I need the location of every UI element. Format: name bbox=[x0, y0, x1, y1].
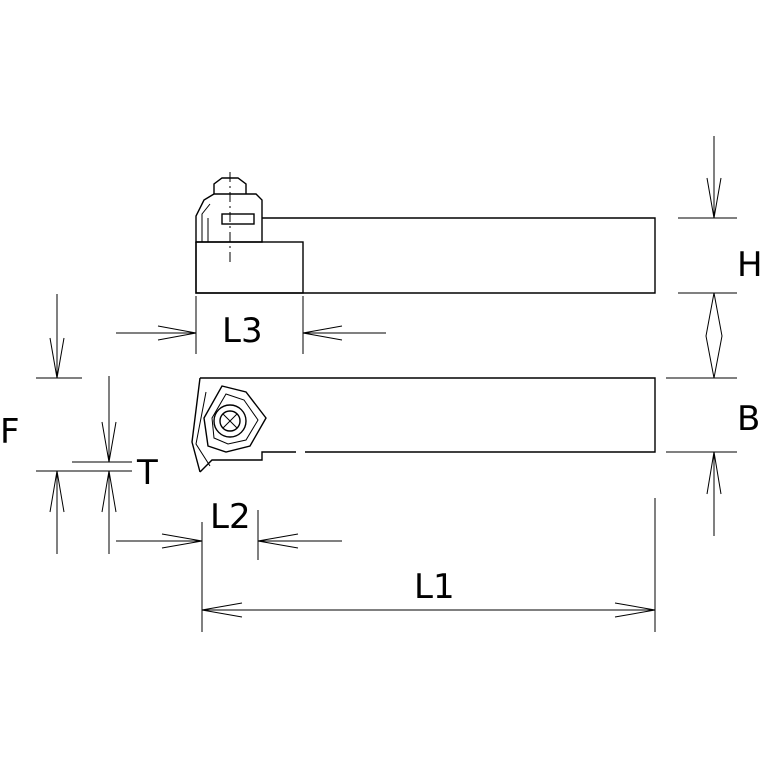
dimension-h: H bbox=[678, 136, 763, 379]
side-view-shank-bottom bbox=[199, 451, 296, 473]
dimension-label-b: B bbox=[737, 399, 760, 439]
dimension-label-h: H bbox=[737, 245, 763, 285]
insert-screw-inner bbox=[219, 410, 241, 432]
top-view-shank bbox=[195, 217, 656, 294]
dimension-label-l2: L2 bbox=[210, 497, 251, 537]
dimension-label-f: F bbox=[0, 412, 20, 452]
top-view-head-block bbox=[195, 241, 304, 294]
side-view bbox=[191, 377, 656, 473]
dimension-l3: L3 bbox=[116, 296, 386, 354]
dimension-l1: L1 bbox=[201, 498, 656, 632]
side-view-shank bbox=[200, 377, 656, 453]
dimension-label-t: T bbox=[136, 453, 158, 493]
dimension-label-l1: L1 bbox=[414, 567, 455, 607]
clamp-inner bbox=[201, 203, 211, 242]
insert-pocket bbox=[195, 391, 211, 467]
clamp-body bbox=[195, 193, 263, 243]
clamp-screw bbox=[221, 213, 255, 225]
insert-screw-outer bbox=[213, 404, 247, 438]
top-view bbox=[195, 172, 656, 294]
dimension-t: T bbox=[72, 376, 158, 554]
insert-inner-edge bbox=[211, 393, 259, 445]
side-view-head bbox=[191, 377, 201, 473]
dimension-l2: L2 bbox=[116, 497, 342, 562]
dimension-label-l3: L3 bbox=[222, 311, 263, 351]
cutting-insert bbox=[203, 385, 267, 453]
insert-screw-cross-b bbox=[222, 413, 238, 429]
dimension-b: B bbox=[666, 377, 760, 536]
dimension-f: F bbox=[0, 294, 132, 554]
